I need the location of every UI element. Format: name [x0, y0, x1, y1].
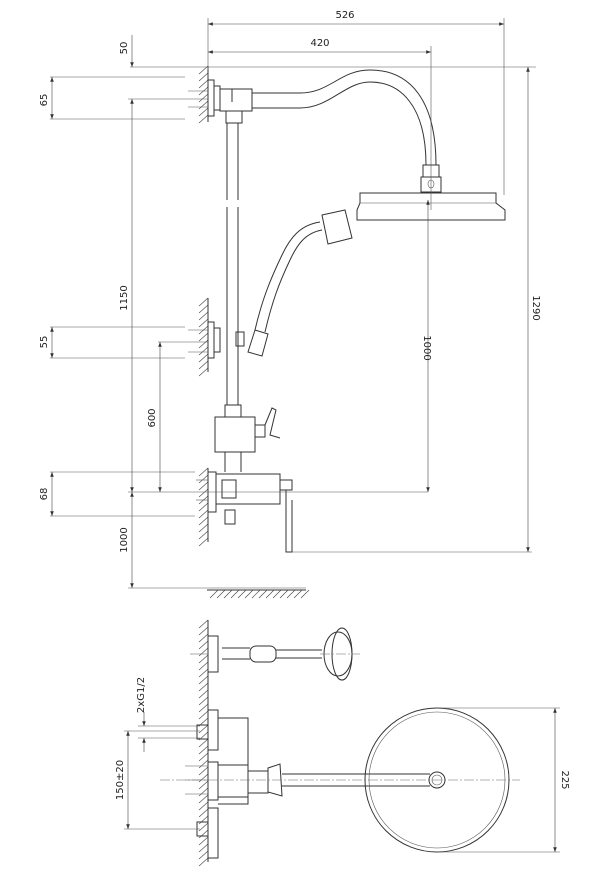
dimension-lines	[50, 18, 560, 853]
hatch-line	[198, 360, 209, 370]
dim-overall-height: 1290	[530, 295, 541, 320]
hatch-line	[198, 311, 209, 321]
hatch-line	[198, 516, 209, 526]
hatch-line	[198, 502, 209, 512]
hatch-line	[198, 332, 209, 342]
hatch-line	[198, 523, 209, 533]
hatch-line	[244, 589, 254, 599]
dim-overall-width: 526	[335, 10, 354, 21]
hatch-line	[272, 589, 282, 599]
hatch-line	[198, 808, 209, 818]
hatch-line	[198, 752, 209, 762]
hatch-line	[198, 710, 209, 720]
hatch-line	[198, 537, 209, 547]
hatch-line	[198, 72, 209, 82]
hatch-line	[198, 794, 209, 804]
hatch-line	[198, 787, 209, 797]
hatch-line	[198, 829, 209, 839]
hatch-line	[198, 696, 209, 706]
hatch-line	[198, 682, 209, 692]
hatch-line	[198, 65, 209, 75]
hatch-line	[198, 822, 209, 832]
hatch-line	[198, 759, 209, 769]
hatch-line	[198, 850, 209, 860]
dimension-labels: 526 420 50 65 1150 1290 1000 55 600 68 1…	[39, 10, 570, 800]
hatch-line	[198, 353, 209, 363]
hatch-line	[198, 530, 209, 540]
hatch-line	[265, 589, 275, 599]
hatch-line	[286, 589, 296, 599]
hatch-line	[198, 100, 209, 110]
hatch-line	[209, 589, 219, 599]
hatch-line	[198, 107, 209, 117]
hatch-line	[198, 773, 209, 783]
hatch-line	[198, 467, 209, 477]
hatch-line	[216, 589, 226, 599]
dim-top-bracket: 65	[39, 94, 50, 107]
dim-mixer-bracket: 68	[39, 488, 50, 501]
hatch-line	[198, 619, 209, 629]
hatch-line	[198, 654, 209, 664]
hatch-line	[198, 766, 209, 776]
dim-rail-height: 1150	[119, 285, 130, 310]
dim-head-height: 1000	[421, 335, 432, 360]
hatch-line	[198, 488, 209, 498]
dim-inlet-spacing: 150±20	[115, 760, 126, 800]
hatch-line	[198, 801, 209, 811]
hatch-line	[198, 668, 209, 678]
dim-head-diameter: 225	[559, 770, 570, 789]
hatch-line	[258, 589, 268, 599]
hatch-line	[198, 815, 209, 825]
hatch-line	[198, 857, 209, 867]
hatch-line	[198, 481, 209, 491]
hatch-line	[198, 318, 209, 328]
dim-head-reach: 420	[310, 38, 329, 49]
hatch-line	[300, 589, 310, 599]
hatch-line	[237, 589, 247, 599]
dim-inlet-thread: 2xG1/2	[136, 677, 147, 713]
hatch-line	[198, 367, 209, 377]
hatch-line	[198, 745, 209, 755]
hatch-line	[198, 738, 209, 748]
hatch-line	[198, 114, 209, 124]
hatch-line	[198, 346, 209, 356]
hatch-line	[198, 843, 209, 853]
hatch-line	[198, 93, 209, 103]
wall-hatching	[198, 65, 310, 867]
hatch-line	[198, 647, 209, 657]
dim-floor-height: 1000	[119, 527, 130, 552]
hatch-line	[198, 689, 209, 699]
dim-holder-height: 600	[147, 408, 158, 427]
hatch-line	[198, 509, 209, 519]
hatch-line	[198, 626, 209, 636]
hatch-line	[198, 297, 209, 307]
hatch-line	[198, 339, 209, 349]
hatch-line	[198, 780, 209, 790]
hatch-line	[198, 703, 209, 713]
hatch-line	[198, 474, 209, 484]
hatch-line	[198, 640, 209, 650]
hatch-line	[198, 633, 209, 643]
dim-top-offset: 50	[119, 42, 130, 55]
hatch-line	[230, 589, 240, 599]
side-view	[188, 69, 506, 553]
dim-middle-bracket: 55	[39, 336, 50, 349]
hatch-line	[198, 724, 209, 734]
hatch-line	[198, 304, 209, 314]
hatch-line	[279, 589, 289, 599]
hatch-line	[293, 589, 303, 599]
top-view	[160, 627, 520, 859]
hatch-line	[223, 589, 233, 599]
hatch-line	[198, 79, 209, 89]
hatch-line	[251, 589, 261, 599]
hatch-line	[198, 675, 209, 685]
hatch-line	[198, 836, 209, 846]
hatch-line	[198, 661, 209, 671]
